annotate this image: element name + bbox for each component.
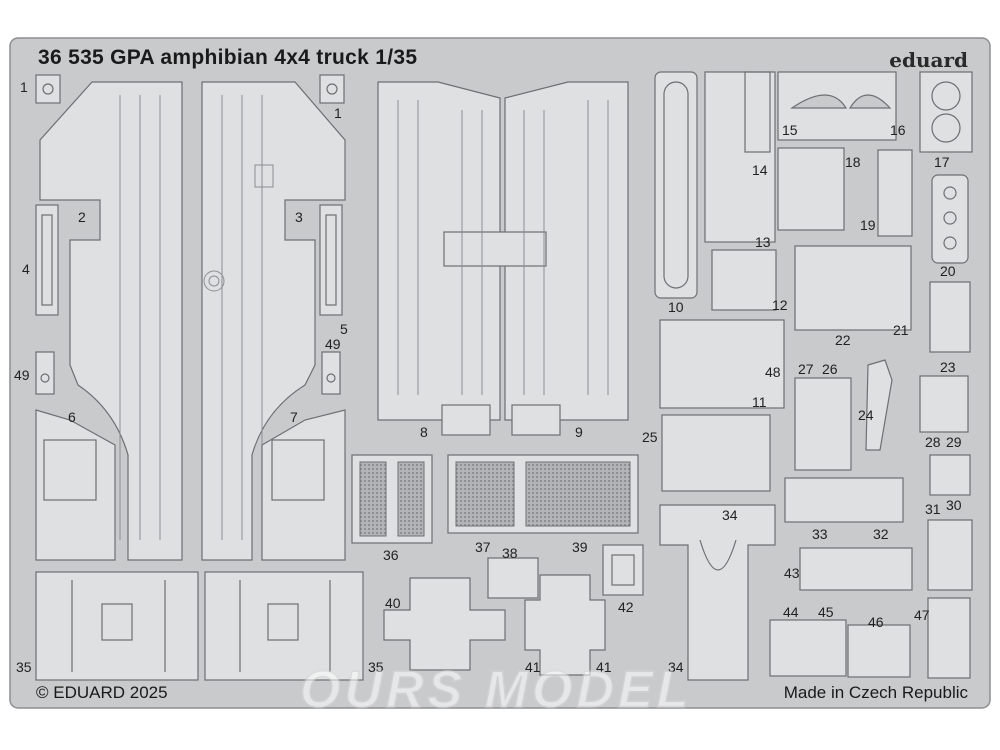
doors-8-9 — [377, 81, 629, 436]
parts-right-lower — [659, 504, 971, 681]
part-label-2: 2 — [78, 209, 86, 225]
part-label-14: 14 — [752, 162, 768, 178]
part-label-29: 29 — [946, 434, 962, 450]
small-parts-left — [35, 74, 345, 395]
part-label-37: 37 — [475, 539, 491, 555]
part-label-22: 22 — [835, 332, 851, 348]
origin-text: Made in Czech Republic — [783, 683, 968, 702]
part-label-24: 24 — [858, 407, 874, 423]
part-label-11: 11 — [752, 394, 767, 410]
part-label-27: 27 — [798, 361, 814, 377]
part-label-47: 47 — [914, 607, 930, 623]
part-label-42: 42 — [618, 599, 634, 615]
part-label-35: 35 — [16, 659, 32, 675]
part-label-31: 31 — [925, 501, 941, 517]
part-label-23: 23 — [940, 359, 956, 375]
part-label-49: 49 — [14, 367, 30, 383]
part-label-35: 35 — [368, 659, 384, 675]
part-label-40: 40 — [385, 595, 401, 611]
part-label-48: 48 — [765, 364, 781, 380]
part-label-4: 4 — [22, 261, 30, 277]
part-label-34: 34 — [722, 507, 738, 523]
part-label-1: 1 — [334, 105, 342, 121]
part-label-1: 1 — [20, 79, 28, 95]
brackets-38-42 — [383, 544, 644, 676]
part-label-16: 16 — [890, 122, 906, 138]
part-label-33: 33 — [812, 526, 828, 542]
side-panels-6-7 — [35, 409, 346, 561]
panels-35 — [35, 571, 364, 681]
part-label-32: 32 — [873, 526, 889, 542]
part-label-38: 38 — [502, 545, 518, 561]
part-label-36: 36 — [383, 547, 399, 563]
part-label-43: 43 — [784, 565, 800, 581]
part-label-3: 3 — [295, 209, 303, 225]
part-label-30: 30 — [946, 497, 962, 513]
parts-right-upper — [654, 71, 973, 353]
part-label-34: 34 — [668, 659, 684, 675]
part-label-28: 28 — [925, 434, 941, 450]
part-label-19: 19 — [860, 217, 876, 233]
part-label-21: 21 — [893, 322, 909, 338]
part-label-44: 44 — [783, 604, 799, 620]
part-label-7: 7 — [290, 409, 298, 425]
parts-right-middle — [659, 319, 973, 591]
part-label-9: 9 — [575, 424, 583, 440]
part-label-20: 20 — [940, 263, 956, 279]
brand-logo: eduard — [889, 48, 968, 72]
part-label-6: 6 — [68, 409, 76, 425]
copyright-text: © EDUARD 2025 — [36, 683, 168, 702]
part-label-13: 13 — [755, 234, 771, 250]
part-label-12: 12 — [772, 297, 788, 313]
part-label-18: 18 — [845, 154, 861, 170]
part-label-45: 45 — [818, 604, 834, 620]
sheet-title: 36 535 GPA amphibian 4x4 truck 1/35 — [38, 46, 418, 69]
part-label-5: 5 — [340, 321, 348, 337]
part-label-25: 25 — [642, 429, 658, 445]
part-label-17: 17 — [934, 154, 950, 170]
part-label-26: 26 — [822, 361, 838, 377]
part-label-8: 8 — [420, 424, 428, 440]
floor-panel-left — [39, 81, 346, 561]
part-label-41: 41 — [525, 659, 541, 675]
part-label-46: 46 — [868, 614, 884, 630]
part-label-15: 15 — [782, 122, 798, 138]
part-label-41: 41 — [596, 659, 612, 675]
part-label-10: 10 — [668, 299, 684, 315]
watermark: OURS MODEL — [299, 660, 693, 720]
part-label-39: 39 — [572, 539, 588, 555]
part-label-49: 49 — [325, 336, 341, 352]
